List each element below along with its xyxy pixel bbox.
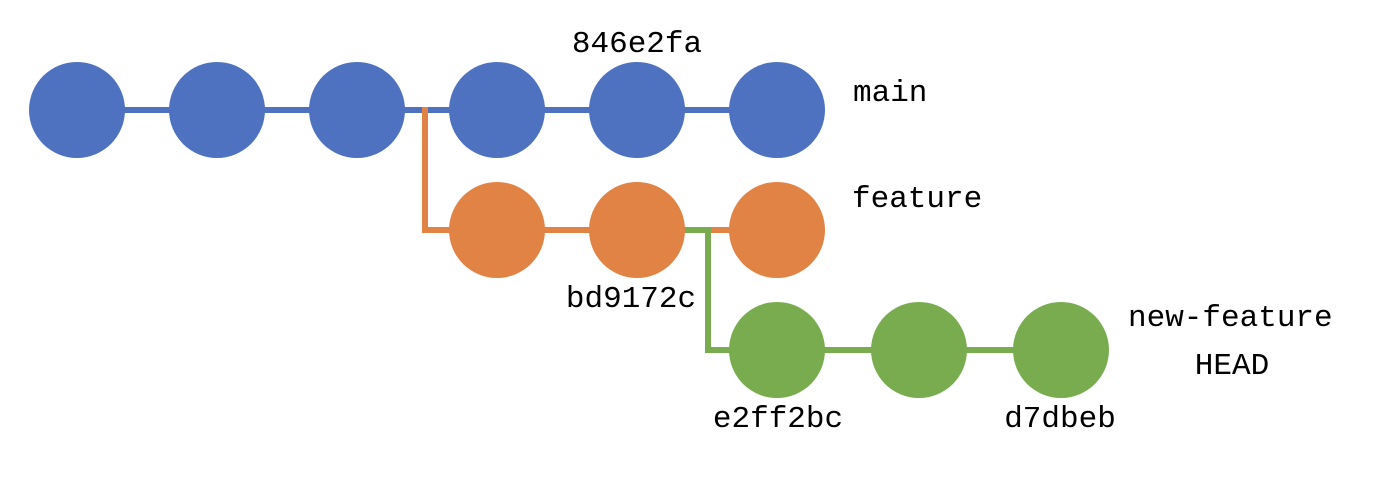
commit-node-main-3 <box>309 62 405 158</box>
commit-node-main-1 <box>29 62 125 158</box>
commit-node-new-feature-1-e2ff2bc <box>729 302 825 398</box>
commit-node-new-feature-2 <box>871 302 967 398</box>
commit-hash-bd9172c: bd9172c <box>565 282 697 317</box>
commit-hash-e2ff2bc: e2ff2bc <box>712 402 844 437</box>
new-feature-branch-fork-vertical-line <box>705 227 711 353</box>
branch-label-new-feature: new-feature <box>1128 301 1333 336</box>
commit-node-main-6 <box>729 62 825 158</box>
feature-branch-fork-vertical-line <box>422 107 428 233</box>
new-feature-branch-fork-top-line <box>683 227 711 233</box>
commit-hash-d7dbeb: d7dbeb <box>1004 402 1116 437</box>
commit-node-feature-1 <box>449 182 545 278</box>
branch-label-main: main <box>853 76 928 111</box>
commit-hash-846e2fa: 846e2fa <box>571 27 703 62</box>
branch-label-feature: feature <box>852 182 983 217</box>
commit-node-feature-2-bd9172c <box>589 182 685 278</box>
commit-node-feature-3 <box>729 182 825 278</box>
head-label: HEAD <box>1194 349 1270 384</box>
commit-node-main-5-846e2fa <box>589 62 685 158</box>
commit-node-main-2 <box>169 62 265 158</box>
commit-node-main-4 <box>449 62 545 158</box>
commit-node-new-feature-3-d7dbeb <box>1013 302 1109 398</box>
